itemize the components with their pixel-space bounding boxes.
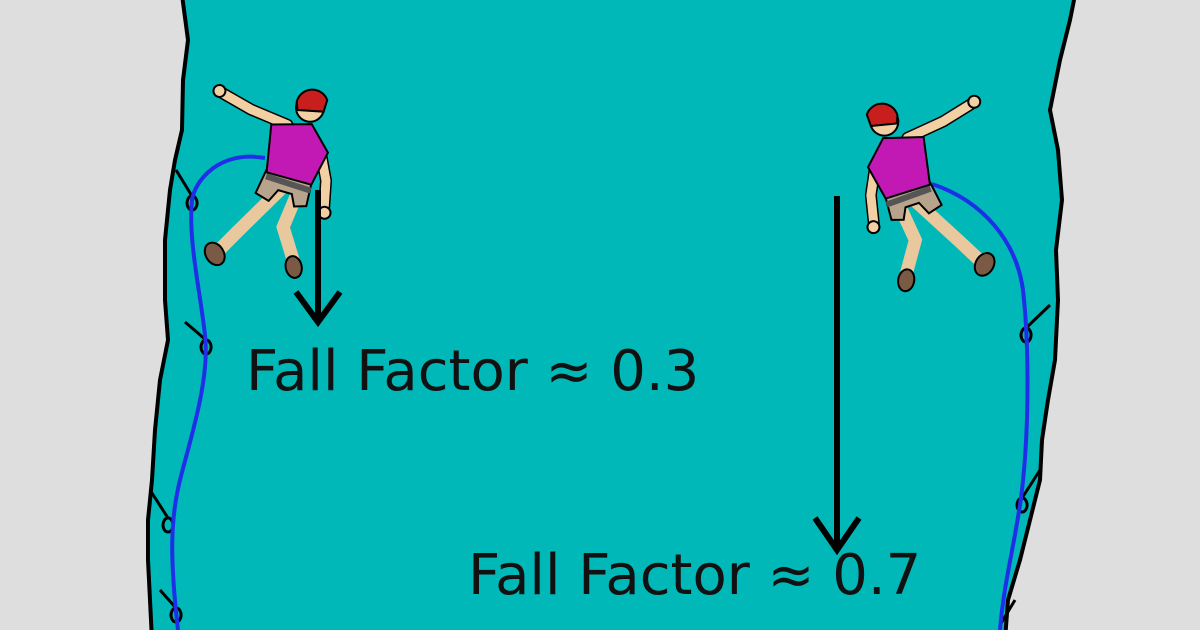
right-rope: [931, 182, 1030, 630]
right-fall-arrow: [812, 196, 862, 556]
climbing-wall: [146, 0, 1077, 630]
right-fall-factor-label: Fall Factor ≈ 0.7: [468, 543, 922, 608]
left-fall-arrow: [293, 190, 343, 328]
left-rope: [170, 154, 266, 630]
left-bolts: [148, 169, 213, 624]
left-fall-factor-label: Fall Factor ≈ 0.3: [246, 339, 700, 404]
